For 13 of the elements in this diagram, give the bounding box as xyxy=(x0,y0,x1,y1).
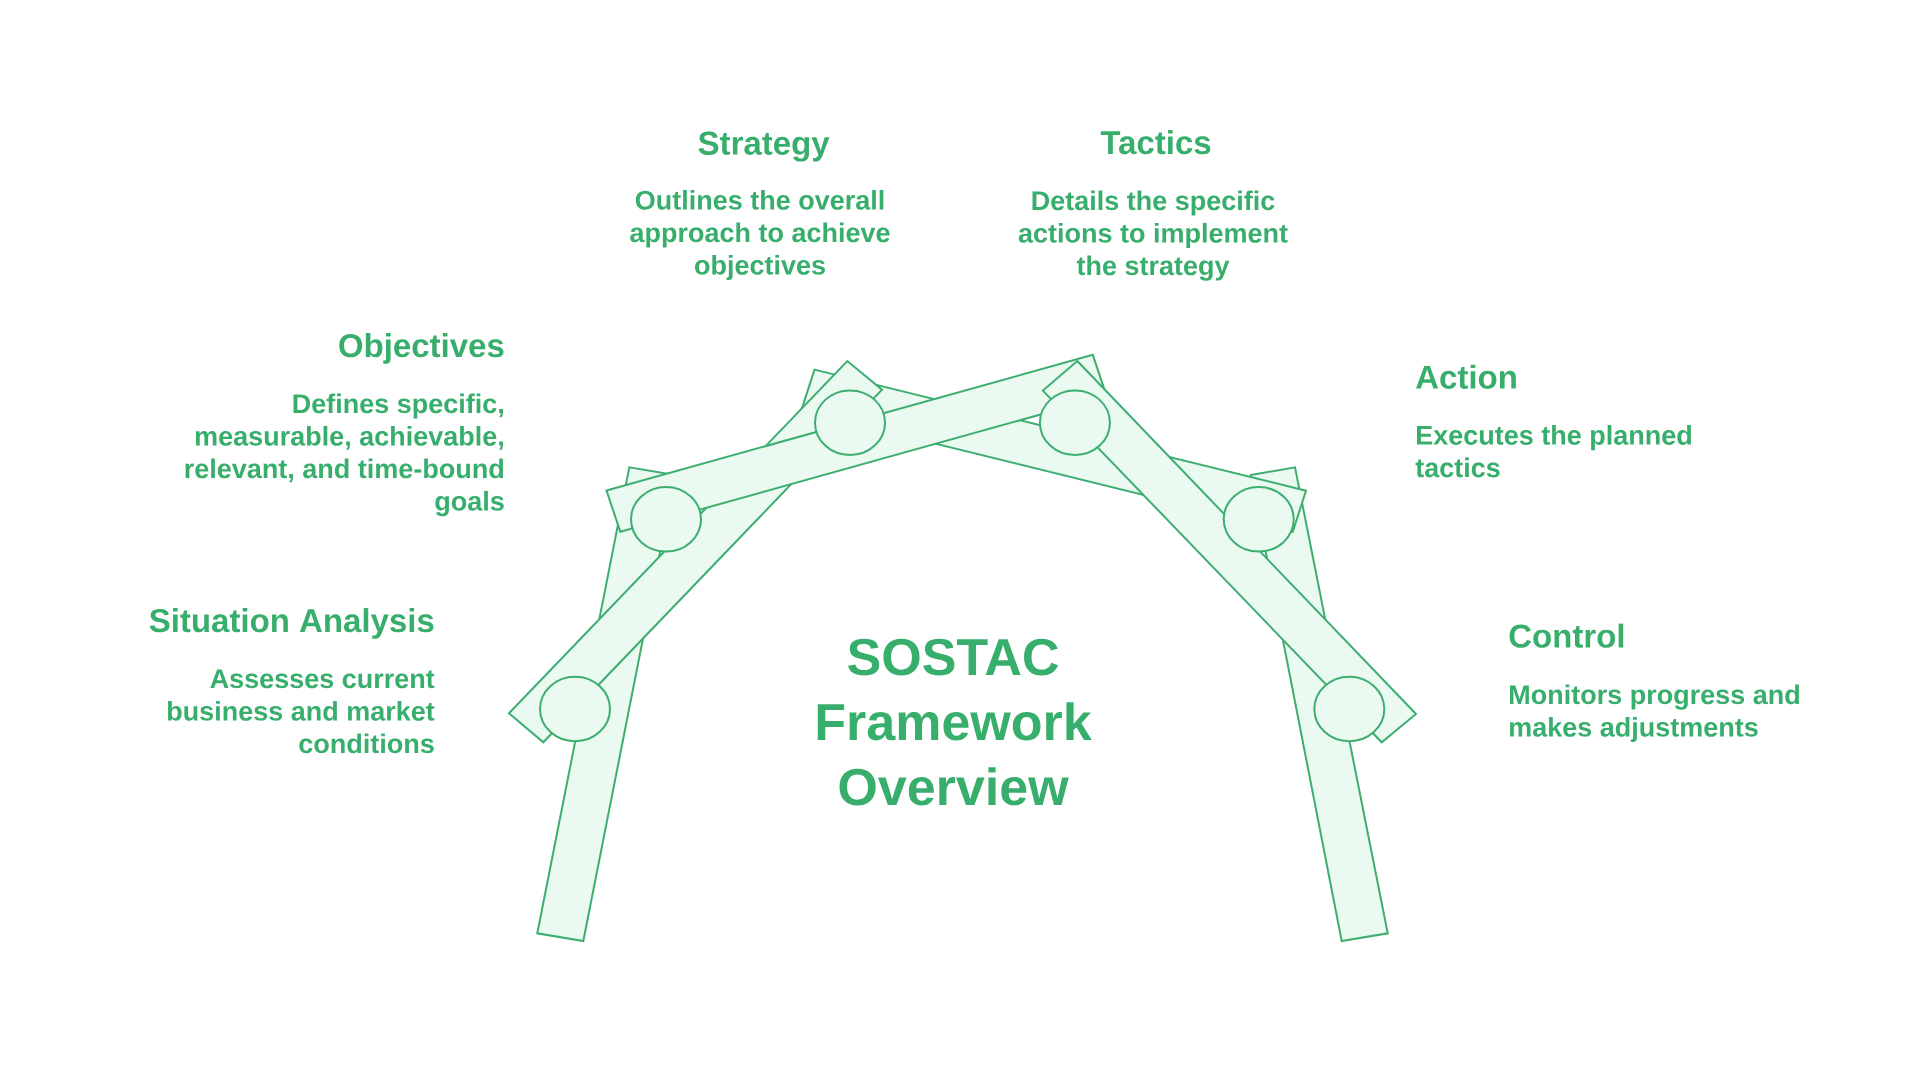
step-heading: Situation Analysis xyxy=(149,608,434,639)
step-heading: Action xyxy=(1416,364,1516,389)
step-heading: Control xyxy=(1509,623,1624,648)
step-description: Defines specific, measurable, achievable, relevant, and time-bound goals xyxy=(185,393,504,517)
step-heading: Objectives xyxy=(339,333,504,364)
diagram-title: SOSTAC Framework Overview xyxy=(817,638,1092,806)
step-description: Details the specific actions to implement the strategy xyxy=(1018,190,1288,281)
step-description: Monitors progress and makes adjustments xyxy=(1510,684,1799,743)
step-heading: Tactics xyxy=(1100,130,1211,155)
step-heading: Strategy xyxy=(698,131,830,162)
step-description: Assesses current business and market conditions xyxy=(168,669,435,754)
step-description: Outlines the overall approach to achieve objectives xyxy=(630,189,890,281)
step-description: Executes the planned tactics xyxy=(1415,425,1691,478)
